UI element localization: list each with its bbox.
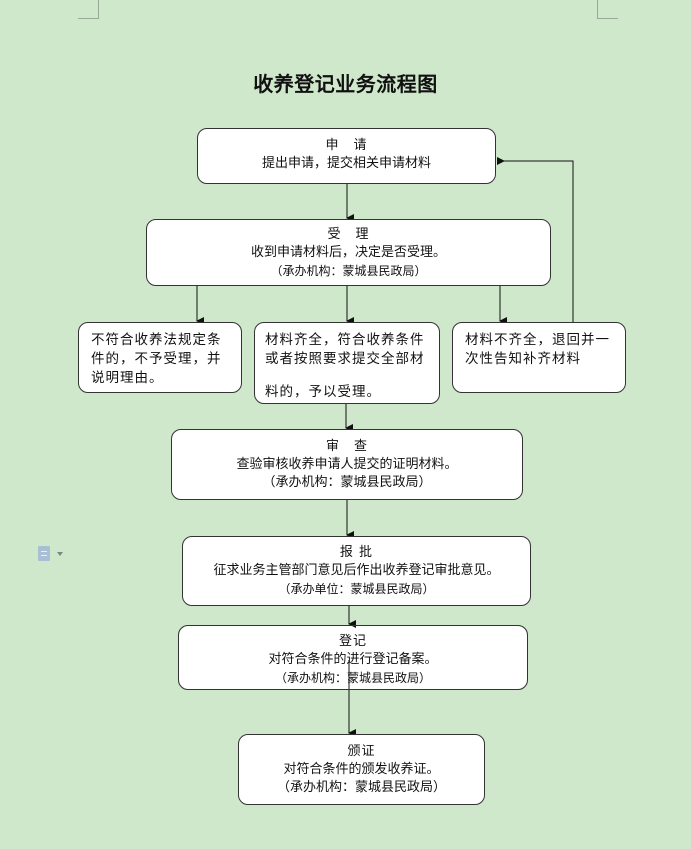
node-review-text: 查验审核收养申请人提交的证明材料。 <box>236 457 458 472</box>
node-accept-text: 收到申请材料后，决定是否受理。 <box>250 245 446 260</box>
node-review-heading: 审 查 <box>325 439 368 454</box>
node-accept-agency: （承办机构：蒙城县民政局） <box>270 264 427 278</box>
node-reject: 不符合收养法规定条件的，不予受理，并说明理由。 <box>78 322 242 393</box>
node-register: 登记 对符合条件的进行登记备案。 （承办机构：蒙城县民政局） <box>178 625 528 690</box>
node-incomplete-text: 材料不齐全，退回并一次性告知补齐材料 <box>465 332 610 367</box>
node-apply: 申 请 提出申请，提交相关申请材料 <box>197 128 496 184</box>
document-icon[interactable] <box>38 546 50 561</box>
node-accepted-line-2: 或者按照要求提交全部材 <box>265 351 425 367</box>
node-submit-agency: （承办单位：蒙城县民政局） <box>278 582 435 596</box>
flowchart-title: 收养登记业务流程图 <box>253 72 438 96</box>
node-issue-agency: （承办机构：蒙城县民政局） <box>276 780 446 795</box>
node-accept-heading: 受 理 <box>327 227 370 242</box>
node-issue: 颁证 对符合条件的颁发收养证。 （承办机构：蒙城县民政局） <box>238 734 485 805</box>
node-submit-text: 征求业务主管部门意见后作出收养登记审批意见。 <box>213 563 500 578</box>
node-review: 审 查 查验审核收养申请人提交的证明材料。 （承办机构：蒙城县民政局） <box>171 429 523 500</box>
page-corner-mark-right <box>597 0 618 19</box>
node-review-agency: （承办机构：蒙城县民政局） <box>262 475 432 490</box>
node-issue-text: 对符合条件的颁发收养证。 <box>283 762 440 777</box>
node-submit: 报 批 征求业务主管部门意见后作出收养登记审批意见。 （承办单位：蒙城县民政局） <box>182 536 531 606</box>
node-accepted: 材料齐全，符合收养条件 或者按照要求提交全部材 料的，予以受理。 <box>254 322 440 404</box>
node-apply-text: 提出申请，提交相关申请材料 <box>261 156 431 171</box>
node-accept: 受 理 收到申请材料后，决定是否受理。 （承办机构：蒙城县民政局） <box>146 219 551 286</box>
node-accepted-line-1: 材料齐全，符合收养条件 <box>265 332 425 348</box>
node-register-agency: （承办机构：蒙城县民政局） <box>274 671 431 685</box>
node-reject-text: 不符合收养法规定条件的，不予受理，并说明理由。 <box>91 332 222 386</box>
node-submit-heading: 报 批 <box>339 545 374 560</box>
node-apply-heading: 申 请 <box>325 138 368 153</box>
node-register-heading: 登记 <box>338 634 367 649</box>
page-corner-mark-left <box>78 0 99 19</box>
node-issue-heading: 颁证 <box>347 744 376 759</box>
node-accepted-line-gap <box>265 369 429 383</box>
chevron-down-icon[interactable] <box>57 552 63 556</box>
node-accepted-line-3: 料的，予以受理。 <box>265 384 381 400</box>
node-register-text: 对符合条件的进行登记备案。 <box>268 652 438 667</box>
node-incomplete: 材料不齐全，退回并一次性告知补齐材料 <box>452 322 626 393</box>
